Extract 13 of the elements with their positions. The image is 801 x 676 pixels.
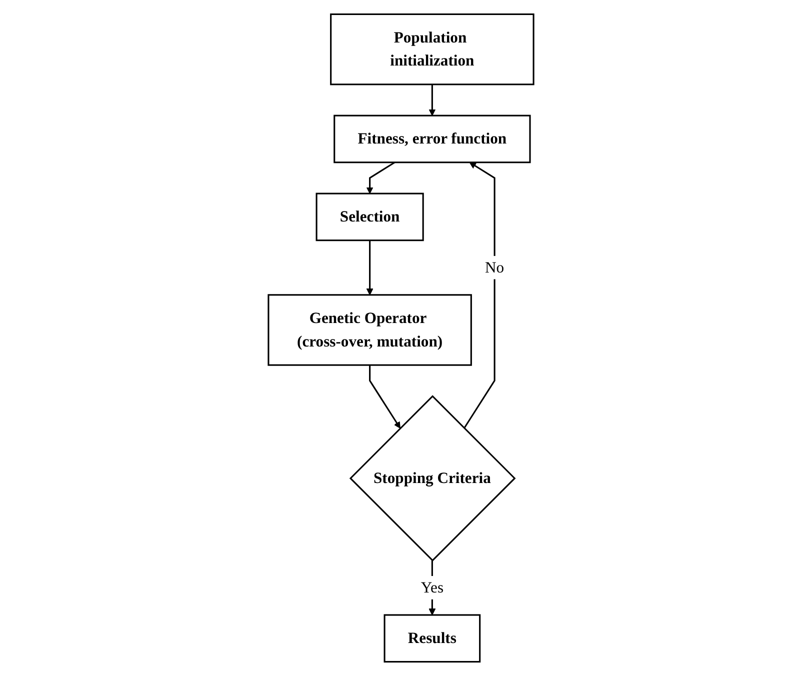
node-box: Results [383, 614, 480, 663]
arrow [366, 240, 373, 296]
arrow [366, 162, 395, 194]
arrow [368, 365, 400, 429]
node-box: Genetic Operator (cross-over, mutation) [267, 294, 472, 366]
node-box: Fitness, error function [333, 114, 530, 164]
edge-label: Yes [420, 579, 444, 596]
node-box: Population initialization [330, 13, 534, 86]
node-diamond: Stopping Criteria [348, 395, 516, 562]
arrow [463, 162, 495, 429]
arrow [428, 84, 436, 116]
edge-label: No [484, 259, 504, 276]
node-box: Selection [315, 192, 424, 242]
